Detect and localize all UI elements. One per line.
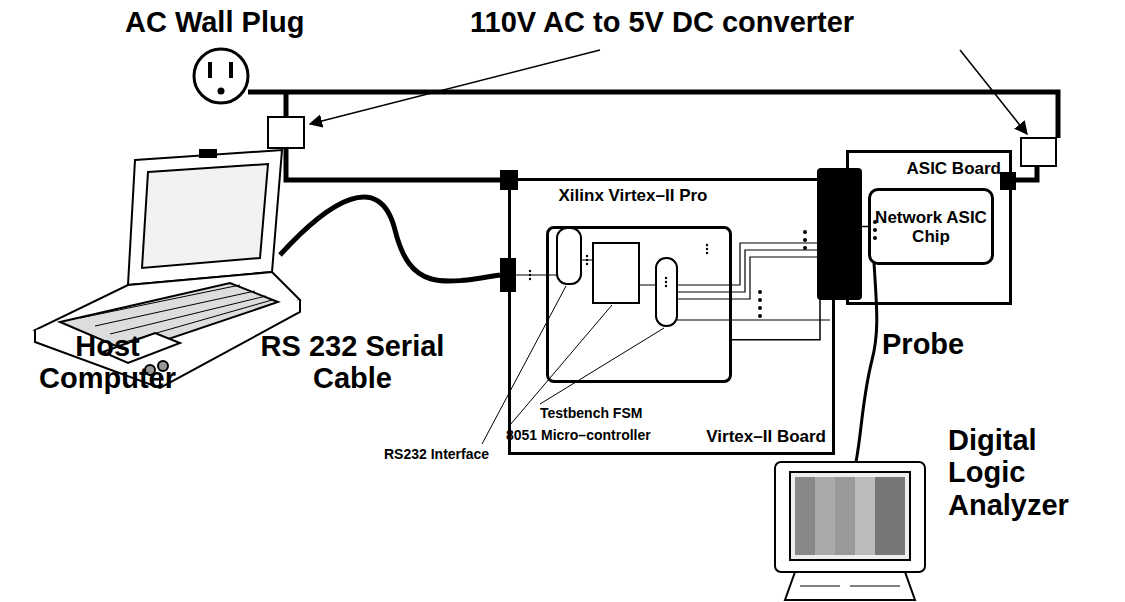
- fpga-outline: [546, 226, 732, 383]
- power-converter: [1021, 138, 1056, 166]
- chip-box: Network ASIC Chip: [868, 188, 994, 265]
- wall-outlet: [194, 49, 248, 103]
- board-connector: [817, 168, 862, 300]
- callout-label: Testbench FSM: [540, 406, 700, 422]
- callout-label: RS232 Interface: [384, 447, 534, 463]
- device-label: Digital Logic Analyzer: [948, 424, 1098, 521]
- bus-wires: [677, 243, 830, 320]
- device-label: Host Computer: [5, 330, 210, 395]
- laptop-illustration: [35, 150, 300, 388]
- serial-cable: [280, 197, 500, 281]
- board-box: ASIC BoardNetwork ASIC Chip: [846, 150, 1012, 305]
- callout-label: 8051 Micro–controller: [506, 428, 706, 444]
- converter-label: 110V AC to 5V DC converter: [470, 6, 1120, 38]
- power-wires: [248, 92, 1058, 180]
- monitor-illustration: [775, 462, 925, 600]
- callout-arrow: [310, 50, 600, 124]
- outlet-label: AC Wall Plug: [125, 6, 425, 38]
- node-label: ASIC Board: [907, 159, 1001, 178]
- cable-label: RS 232 Serial Cable: [240, 330, 465, 395]
- power-jack: [1000, 172, 1016, 190]
- node-label: Virtex–II Board: [706, 427, 826, 446]
- probe-cable: [856, 262, 877, 462]
- callout-arrow: [960, 50, 1027, 134]
- fpga-internals: [516, 228, 677, 326]
- node-label: Network ASIC Chip: [875, 207, 987, 245]
- node-label: Xilinx Virtex–II Pro: [546, 186, 720, 205]
- power-converter: [268, 117, 304, 148]
- probe-label: Probe: [882, 328, 992, 360]
- fpga-box: Xilinx Virtex–II Pro: [546, 186, 732, 383]
